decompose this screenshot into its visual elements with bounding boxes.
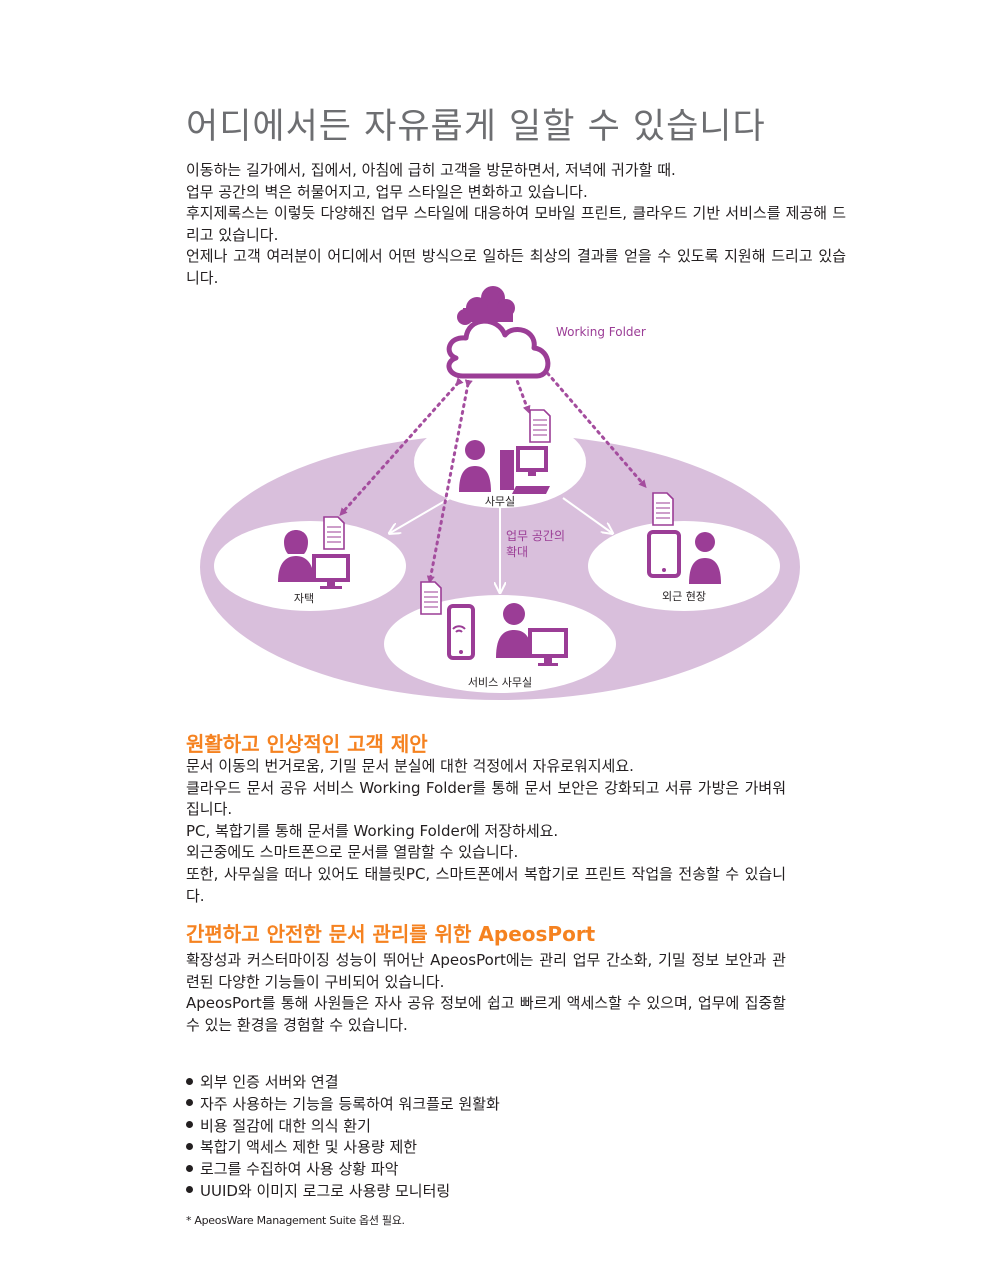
section-paragraph: 문서 이동의 번거로움, 기밀 문서 분실에 대한 걱정에서 자유로워지세요.: [186, 757, 634, 775]
bullet-icon: [186, 1099, 193, 1107]
section-paragraph: PC, 복합기를 통해 문서를 Working Folder에 저장하세요.: [186, 821, 559, 840]
section-paragraph: 확장성과 커스터마이징 성능이 뛰어난 ApeosPort에는 관리 업무 간소…: [186, 951, 786, 991]
bullet-icon: [186, 1164, 193, 1172]
intro-paragraph: 이동하는 길가에서, 집에서, 아침에 급히 고객을 방문하면서, 저녁에 귀가…: [186, 161, 676, 179]
bullet-icon: [186, 1077, 193, 1085]
list-item-text: 자주 사용하는 기능을 등록하여 워크플로 원활화: [200, 1094, 500, 1113]
home-monitor-icon: [312, 554, 350, 589]
list-item-text: 비용 절감에 대한 의식 환기: [200, 1116, 371, 1135]
list-item: 로그를 수집하여 사용 상황 파악: [186, 1159, 500, 1181]
footnote: * ApeosWare Management Suite 옵션 필요.: [186, 1214, 405, 1227]
page-title: 어디에서든 자유롭게 일할 수 있습니다: [186, 107, 766, 147]
field-worker-icon: [689, 532, 721, 584]
intro-paragraph: 후지제록스는 이렇듯 다양해진 업무 스타일에 대응하여 모바일 프린트, 클라…: [186, 204, 846, 244]
bullet-icon: [186, 1186, 193, 1194]
desktop-pc-icon: [500, 446, 550, 494]
office-label: 사무실: [485, 495, 515, 508]
cloud-icon: [446, 318, 551, 379]
section-paragraph: 또한, 사무실을 떠나 있어도 태블릿PC, 스마트폰에서 복합기로 프린트 작…: [186, 864, 786, 905]
list-item-text: 외부 인증 서버와 연결: [200, 1073, 339, 1091]
tablet-icon: [647, 530, 681, 578]
section-paragraph: 클라우드 문서 공유 서비스 Working Folder를 통해 문서 보안은…: [186, 778, 786, 819]
cloud-sync-arrows: [339, 362, 647, 584]
section-heading-proposal: 원활하고 인상적인 고객 제안: [186, 732, 428, 756]
intro-paragraph: 업무 공간의 벽은 허물어지고, 업무 스타일은 변화하고 있습니다.: [186, 182, 588, 201]
list-item: 복합기 액세스 제한 및 사용량 제한: [186, 1137, 500, 1159]
service-monitor-icon: [528, 628, 568, 666]
home-worker-icon: [278, 530, 314, 582]
expansion-label-line1: 업무 공간의: [506, 529, 565, 543]
expansion-label-line2: 확대: [506, 545, 528, 559]
document-lines-icon: [327, 419, 670, 608]
cloud-top-icon: [457, 286, 515, 325]
bullet-icon: [186, 1142, 193, 1150]
section-heading-apeosport: 간편하고 안전한 문서 관리를 위한 ApeosPort: [186, 922, 596, 946]
office-worker-icon: [459, 440, 491, 492]
service-worker-icon: [496, 603, 532, 658]
section-paragraph: 외근중에도 스마트폰으로 문서를 열람할 수 있습니다.: [186, 843, 519, 862]
list-item-text: 로그를 수집하여 사용 상황 파악: [200, 1160, 399, 1179]
section-apeosport-body: 확장성과 커스터마이징 성능이 뛰어난 ApeosPort에는 관리 업무 간소…: [186, 950, 786, 1036]
list-item: 자주 사용하는 기능을 등록하여 워크플로 원활화: [186, 1094, 500, 1116]
document-icon: [323, 409, 674, 615]
field-node: [588, 521, 780, 611]
workspace-diagram: Working Folder 사무실 자택: [200, 286, 800, 700]
list-item: 비용 절감에 대한 의식 환기: [186, 1116, 500, 1138]
smartphone-icon: [447, 604, 475, 660]
intro-paragraph: 언제나 고객 여러분이 어디에서 어떤 방식으로 일하든 최상의 결과를 얻을 …: [186, 247, 846, 287]
field-label: 외근 현장: [662, 590, 706, 603]
list-item-text: UUID와 이미지 로그로 사용량 모니터링: [200, 1181, 451, 1200]
bullet-icon: [186, 1121, 193, 1129]
intro-text: 이동하는 길가에서, 집에서, 아침에 급히 고객을 방문하면서, 저녁에 귀가…: [186, 160, 846, 289]
feature-list: 외부 인증 서버와 연결 자주 사용하는 기능을 등록하여 워크플로 원활화 비…: [186, 1072, 500, 1203]
list-item-text: 복합기 액세스 제한 및 사용량 제한: [200, 1138, 418, 1157]
section-proposal-body: 문서 이동의 번거로움, 기밀 문서 분실에 대한 걱정에서 자유로워지세요. …: [186, 756, 786, 907]
home-label: 자택: [294, 592, 314, 605]
list-item: 외부 인증 서버와 연결: [186, 1072, 500, 1094]
section-paragraph: ApeosPort를 통해 사원들은 자사 공유 정보에 쉽고 빠르게 액세스할…: [186, 994, 786, 1034]
service-label: 서비스 사무실: [468, 676, 532, 689]
list-item: UUID와 이미지 로그로 사용량 모니터링: [186, 1181, 500, 1203]
cloud-label: Working Folder: [556, 325, 646, 339]
